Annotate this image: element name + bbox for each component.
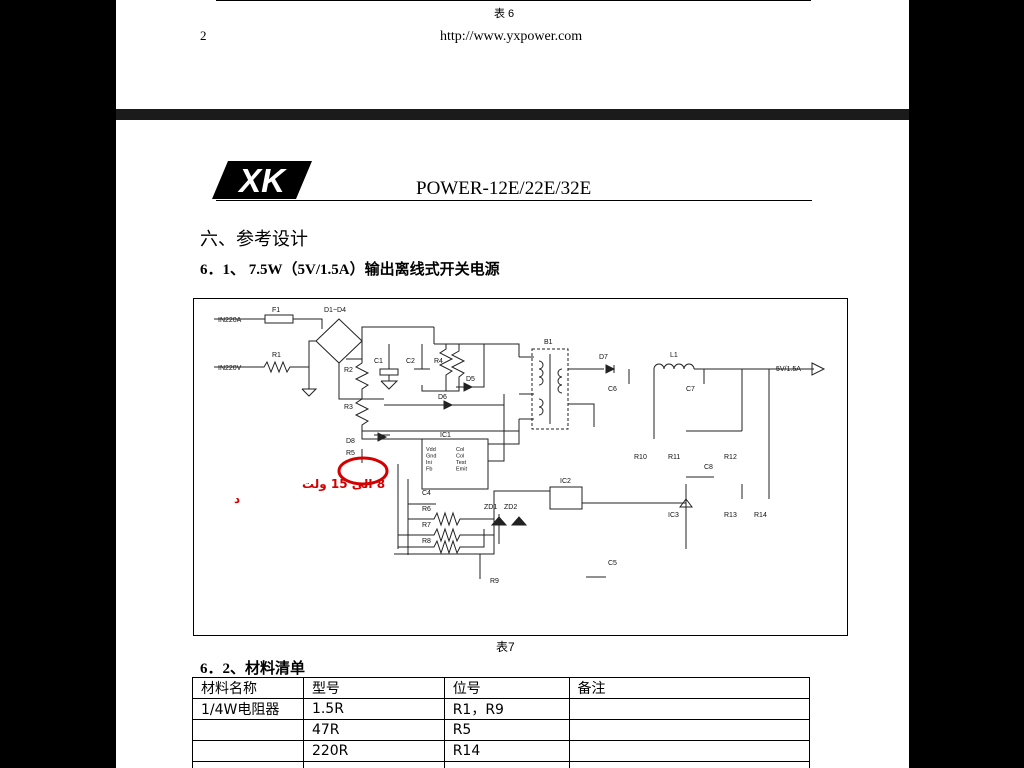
- label-r5: R5: [346, 450, 355, 457]
- label-d8: D8: [346, 438, 355, 445]
- table-cell: [568, 698, 811, 720]
- column-header: 位号: [443, 677, 570, 699]
- label-r2: R2: [344, 367, 353, 374]
- label-r9: R9: [490, 578, 499, 585]
- label-ic2: IC2: [560, 478, 571, 485]
- table-cell: [192, 740, 304, 762]
- table-cell: [302, 761, 445, 768]
- label-r6: R6: [422, 506, 431, 513]
- bom-heading: 6．2、材料清单: [200, 661, 306, 677]
- label-d6: D6: [438, 394, 447, 401]
- label-r4: R4: [434, 358, 443, 365]
- table-cell: [568, 719, 811, 741]
- label-d5: D5: [466, 376, 475, 383]
- highlight-circle: [337, 456, 389, 486]
- table-row: 220R R14: [192, 740, 811, 762]
- table-caption: 表 6: [494, 8, 515, 20]
- table-cell: 1.5R: [302, 698, 445, 720]
- label-r8: R8: [422, 538, 431, 545]
- table-row: 1/4W电阻器 1.5R R1，R9: [192, 698, 811, 720]
- label-r7: R7: [422, 522, 431, 529]
- label-r14: R14: [754, 512, 767, 519]
- label-c5: C5: [608, 560, 617, 567]
- annotation-line1: 8 الى 15 ولت: [302, 477, 385, 492]
- table-cell: 47R: [302, 719, 445, 741]
- table-row: 47R R5: [192, 719, 811, 741]
- label-c1: C1: [374, 358, 383, 365]
- column-header: 型号: [302, 677, 445, 699]
- annotation-line2: د: [234, 492, 240, 506]
- label-c4: C4: [422, 490, 431, 497]
- label-bridge: D1~D4: [324, 307, 346, 314]
- page-separator: [116, 109, 909, 120]
- label-r1: R1: [272, 352, 281, 359]
- label-zd2: ZD2: [504, 504, 517, 511]
- label-d7: D7: [599, 354, 608, 361]
- logo-text: XK: [237, 162, 287, 199]
- table-cell: [568, 740, 811, 762]
- table-cell: [192, 719, 304, 741]
- label-l1: L1: [670, 352, 678, 359]
- document-page-previous: 表 6 2 http://www.yxpower.com: [116, 0, 909, 109]
- header-rule: [216, 200, 812, 201]
- table-cell: 1/4W电阻器: [192, 698, 304, 720]
- circuit-diagram: IN220A IN220V F1 R1 D1~D4 C1 C2 R4 R2 R3…: [193, 298, 848, 636]
- label-out: 5V/1.5A: [776, 366, 801, 373]
- label-r13: R13: [724, 512, 737, 519]
- label-ic1: IC1: [440, 432, 451, 439]
- table-cell: [568, 761, 811, 768]
- label-r11: R11: [668, 454, 680, 461]
- label-in2: IN220V: [218, 365, 242, 372]
- label-b1: B1: [544, 339, 553, 346]
- label-zd1: ZD1: [484, 504, 497, 511]
- page-number: 2: [200, 28, 207, 43]
- footer-url: http://www.yxpower.com: [440, 29, 583, 44]
- table-header-row: 材料名称 型号 位号 备注: [192, 677, 811, 699]
- label-r3: R3: [344, 404, 353, 411]
- label-r10: R10: [634, 454, 647, 461]
- table-cell: [443, 761, 570, 768]
- table-cell: R14: [443, 740, 570, 762]
- label-r12: R12: [724, 454, 737, 461]
- column-header: 备注: [568, 677, 811, 699]
- label-c8: C8: [704, 464, 713, 471]
- document-page: XK POWER-12E/22E/32E 六、参考设计 6．1、 7.5W（5V…: [116, 120, 909, 768]
- table-cell: 220R: [302, 740, 445, 762]
- table-row: [192, 761, 811, 768]
- page-rule: [216, 0, 811, 1]
- table-cell: R1，R9: [443, 698, 570, 720]
- label-c2: C2: [406, 358, 415, 365]
- label-c6: C6: [608, 386, 617, 393]
- column-header: 材料名称: [192, 677, 304, 699]
- label-fuse: F1: [272, 307, 280, 314]
- label-in1: IN220A: [218, 317, 242, 324]
- label-c7: C7: [686, 386, 695, 393]
- table-cell: R5: [443, 719, 570, 741]
- section-heading: 六、参考设计: [200, 229, 308, 249]
- product-title: POWER-12E/22E/32E: [416, 178, 592, 199]
- table-cell: [192, 761, 304, 768]
- schematic: IN220A IN220V F1 R1 D1~D4 C1 C2 R4 R2 R3…: [214, 307, 826, 585]
- label-ic3: IC3: [668, 512, 679, 519]
- subsection-heading: 6．1、 7.5W（5V/1.5A）输出离线式开关电源: [200, 262, 500, 278]
- bom-table: 材料名称 型号 位号 备注 1/4W电阻器 1.5R R1，R9 47R R5 …: [192, 677, 811, 768]
- diagram-caption: 表7: [496, 640, 515, 654]
- brand-logo: XK: [212, 161, 312, 199]
